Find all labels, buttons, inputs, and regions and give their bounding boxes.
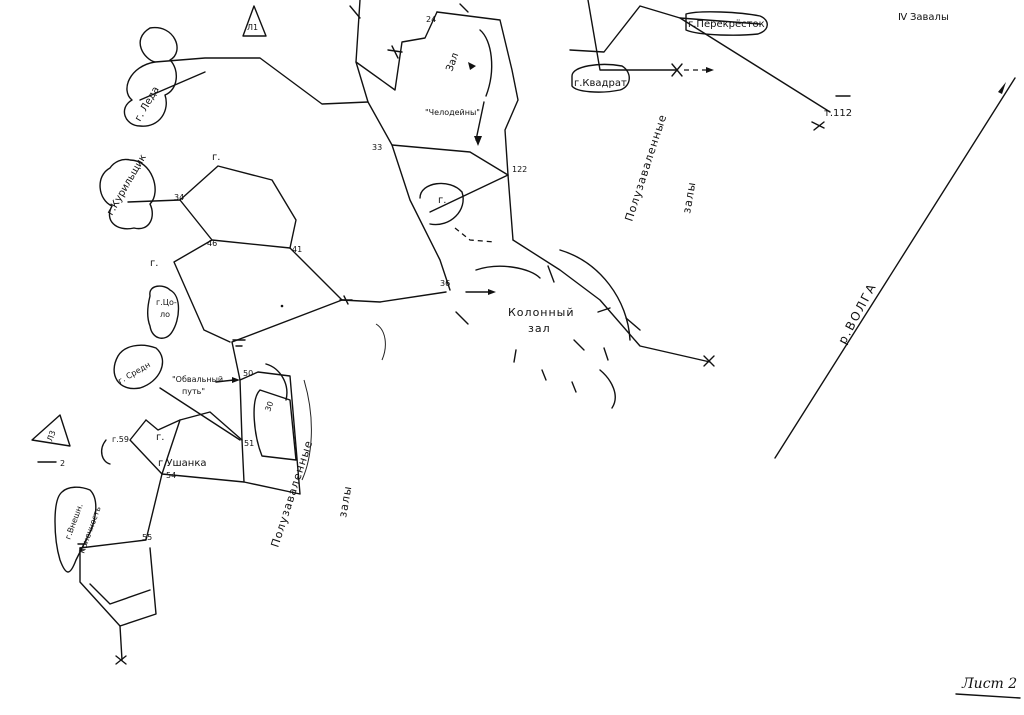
chelodeiny-label: "Челодейны" xyxy=(425,108,480,117)
collapsed-halls-bottom: Полузаваленные xyxy=(268,438,315,549)
sheet-label: Лист 2 xyxy=(955,676,1021,699)
svg-text:г.Цо-: г.Цо- xyxy=(156,298,177,307)
svg-text:г.59: г.59 xyxy=(112,435,129,444)
collapsed-halls-top: Полузаваленные xyxy=(622,112,669,223)
svg-text:г. Леда: г. Леда xyxy=(133,85,162,124)
svg-text:ло: ло xyxy=(160,310,170,319)
svg-text:Л3: Л3 xyxy=(45,429,57,443)
grotto-perekrestok: г.Перекрёсток xyxy=(688,19,765,30)
grotto-kurilschik: г.Курильщик 34 xyxy=(99,153,184,230)
column-hall: Колонный зал xyxy=(455,239,715,409)
grotto-konechnost: г.Внешн. Конечность 55 xyxy=(54,486,157,665)
point-46: 46 xyxy=(207,239,217,248)
grotto-center: г. xyxy=(419,182,496,243)
svg-text:залы: залы xyxy=(336,484,354,518)
point-41: 41 xyxy=(292,245,302,254)
svg-text:г.: г. xyxy=(212,152,220,163)
point-36: 36 xyxy=(440,279,450,288)
point-50: 50 xyxy=(243,369,253,378)
svg-text:г.: г. xyxy=(150,258,158,269)
svg-text:путь": путь" xyxy=(182,387,205,396)
grotto-sredn: г. Средн "Обвальный путь" xyxy=(113,344,241,441)
point-51: 51 xyxy=(244,439,254,448)
hall-zal: Зал xyxy=(444,51,461,73)
river-label: р.ВОЛГА xyxy=(835,280,879,346)
grotto-tso-lo: г.Цо- ло xyxy=(147,285,180,339)
svg-text:г.Внешн.: г.Внешн. xyxy=(63,502,84,540)
point-112: т.112 xyxy=(824,108,852,119)
svg-text:зал: зал xyxy=(528,322,551,335)
svg-text:г.: г. xyxy=(156,432,164,443)
grotto-kvadrat: г.Квадрат xyxy=(574,78,627,89)
passage-upper-right: г.Перекрёсток г.Квадрат т.112 Ⅳ Завалы xyxy=(459,0,949,131)
survey-mark-l3: Л3 2 xyxy=(31,414,71,468)
svg-text:Лист 2: Лист 2 xyxy=(961,676,1017,692)
point-34: 34 xyxy=(174,193,184,202)
grotto-leda: г. Леда xyxy=(123,27,369,127)
svg-text:Л1: Л1 xyxy=(247,23,258,32)
passage-network-left: 46 41 36 г. г. xyxy=(150,152,450,441)
passage-network-lower: 50 51 30 г. г.Ушанка 54 г.59 xyxy=(79,363,301,549)
point-24: 24 xyxy=(426,15,436,24)
svg-text:30: 30 xyxy=(263,400,275,413)
svg-text:г.Курильщик: г.Курильщик xyxy=(105,153,149,218)
svg-text:г. Средн: г. Средн xyxy=(117,360,152,386)
grotto-ushanka: г.Ушанка xyxy=(158,458,207,469)
point-2: 2 xyxy=(60,459,65,468)
point-55: 55 xyxy=(142,533,152,542)
svg-text:г.: г. xyxy=(438,195,446,206)
survey-mark-l1: Л1 xyxy=(242,5,267,37)
passage-top-center: 24 33 122 Зал "Челодейны" xyxy=(349,0,527,291)
point-54: 54 xyxy=(166,471,176,480)
zavaly-mark: Ⅳ xyxy=(898,12,908,23)
column-hall-label: Колонный xyxy=(508,306,575,319)
zavaly-label: Завалы xyxy=(910,12,949,23)
obvalny-label: "Обвальный xyxy=(172,375,223,384)
point-122: 122 xyxy=(512,165,527,174)
point-33: 33 xyxy=(372,143,382,152)
river-volga: р.ВОЛГА xyxy=(774,77,1016,459)
svg-text:залы: залы xyxy=(680,180,698,214)
